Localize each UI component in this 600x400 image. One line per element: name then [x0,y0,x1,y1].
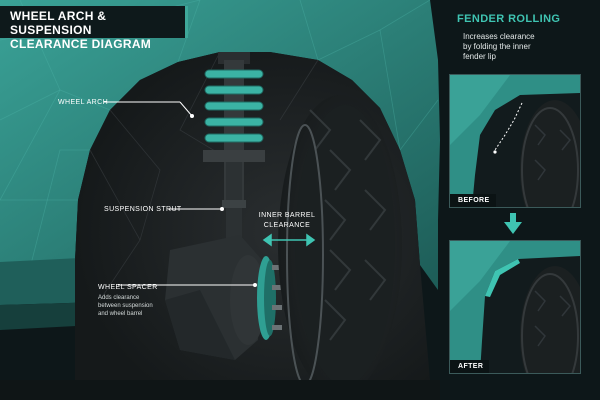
wheel-spacer-desc-2: between suspension [98,303,153,309]
wheel-spacer-desc-3: and wheel barrel [98,311,143,317]
hub-knuckle [165,235,282,360]
title-block: WHEEL ARCH & SUSPENSION CLEARANCE DIAGRA… [0,6,188,51]
label-wheel-spacer: WHEEL SPACER [98,284,158,291]
car-body [0,0,440,290]
wheel-spacer-desc-1: Adds clearance [98,295,140,301]
fender-rolling-desc: Increases clearance by folding the inner… [463,32,573,62]
before-illustration [450,75,580,207]
before-label: BEFORE [450,194,496,207]
fender-rolling-title: FENDER ROLLING [457,13,561,25]
double-arrow-icon [262,233,316,247]
after-illustration [450,241,580,373]
before-panel: BEFORE [449,74,581,208]
fender-desc-line-1: Increases clearance [463,32,535,41]
title-line-1: WHEEL ARCH & SUSPENSION [10,9,107,37]
after-label: AFTER [450,360,490,373]
down-arrow-icon [504,213,522,234]
label-wheel-arch: WHEEL ARCH [58,99,109,106]
fender-desc-line-3: fender lip [463,52,496,61]
suspension-strut [203,52,265,242]
title-line-2: CLEARANCE DIAGRAM [10,37,152,51]
fender-desc-line-2: by folding the inner [463,42,531,51]
label-inner-barrel-2: CLEARANCE [263,222,311,229]
tire [278,95,402,395]
after-panel: AFTER [449,240,581,374]
label-inner-barrel-1: INNER BARREL [258,212,316,219]
label-suspension-strut: SUSPENSION STRUT [104,206,182,213]
